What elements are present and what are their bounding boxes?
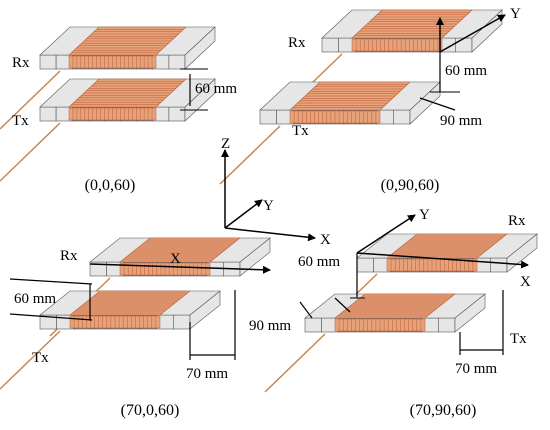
dimension-line [419,97,456,111]
x-axis-label: X [520,274,531,290]
y-axis-label: Y [510,6,521,22]
x-axis-label: X [170,251,181,267]
tx-coil [0,78,216,182]
x-axis-label: X [320,232,331,248]
panel-caption: (0,0,60) [85,177,136,194]
dimension-label: 60 mm [445,63,487,79]
dimension-label: 90 mm [249,318,291,334]
dimension-label: 70 mm [186,366,228,382]
panel-0,0,60: Rx Tx 60 mm (0,0,60) [12,55,237,194]
dimension-label: 60 mm [14,291,56,307]
panel-0,90,60: Rx Tx Y 60 mm 90 mm (0,90,60) [288,6,521,194]
panel-caption: (70,0,60) [121,402,180,419]
y-axis-label: Y [419,207,430,223]
dimension-label: 70 mm [455,361,497,377]
dimension-line [9,313,93,321]
panel-caption: (70,90,60) [410,402,477,419]
x-axis-arrow [89,263,271,274]
x-axis-arrow [356,252,529,269]
coil-layer [0,9,538,393]
dimension-line [299,301,313,319]
tx-label: Tx [510,331,527,347]
rx-coil [0,26,216,130]
rx-label: Rx [60,248,78,264]
rx-label: Rx [508,213,526,229]
y-axis-arrow [224,199,263,229]
dimension-label: 90 mm [440,113,482,129]
panel-70,90,60: Rx Tx Y X 60 mm 90 mm 70 mm (70,90,60) [249,207,531,419]
tx-coil [219,81,441,185]
tx-coil [0,290,221,390]
panel-70,0,60: Rx Tx X 60 mm 70 mm (70,0,60) [9,248,271,419]
y-axis-label: Y [263,198,274,214]
tx-label: Tx [12,113,29,129]
dimension-label: 60 mm [195,81,237,97]
panel-caption: (0,90,60) [381,177,440,194]
x-axis-arrow [224,227,316,242]
y-axis-arrow [356,214,416,254]
dimension-line [9,278,93,285]
tx-label: Tx [292,123,309,139]
center-axes: Z X Y [221,136,331,248]
rx-label: Rx [12,55,30,71]
rx-label: Rx [288,35,306,51]
y-axis-arrow [439,14,506,53]
dimension-label: 60 mm [298,254,340,270]
tx-coil [264,293,486,393]
rx-coil [316,233,538,333]
rx-coil [49,237,271,337]
tx-label: Tx [32,350,49,366]
z-axis-label: Z [221,136,230,152]
